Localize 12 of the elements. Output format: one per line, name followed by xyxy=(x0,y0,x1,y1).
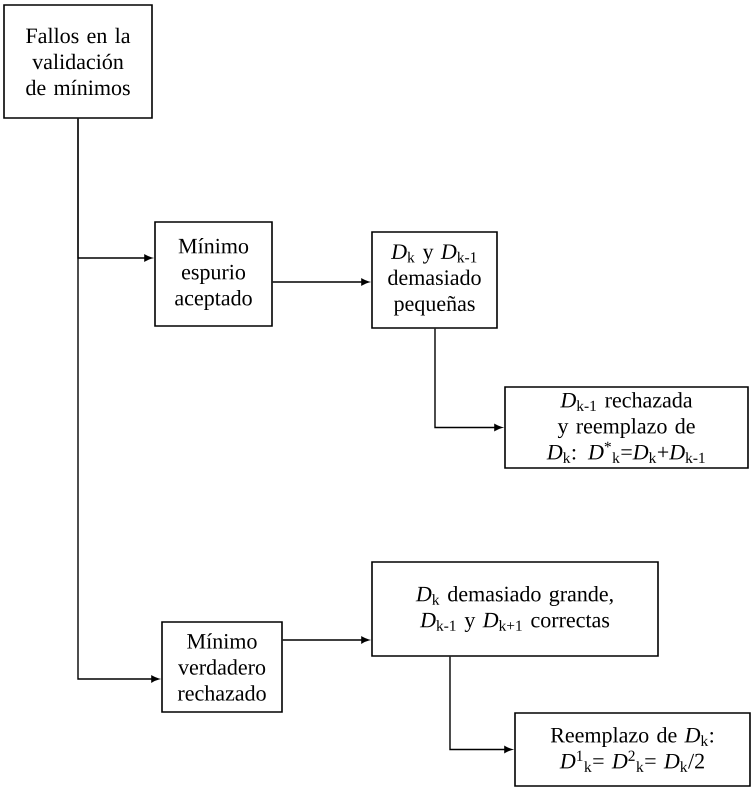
arrow xyxy=(434,328,502,431)
arrow xyxy=(272,278,370,286)
process-box: Fallos en la validación de mínimos xyxy=(3,4,153,119)
process-box: D$_{k-1}$ rechazada y reemplazo de D$_{k}$: D$^{*}$$_{k}$=D$_{k}$+D$_{k-1}$ xyxy=(504,386,749,469)
process-box: D$_{k}$ demasiado grande, D$_{k-1}$ y D$_{k+1}$ correctas xyxy=(371,561,659,657)
arrow xyxy=(282,636,370,644)
arrow xyxy=(449,656,512,753)
process-box: Mínimo espurio aceptado xyxy=(154,221,273,327)
process-box: Mínimo verdadero rechazado xyxy=(161,621,283,713)
arrow xyxy=(77,118,160,682)
process-box: D$_{k}$ y D$_{k-1}$ demasiado pequeñas xyxy=(371,231,498,329)
process-box: Reemplazo de D$_{k}$: D$^{1}$$_{k}$= D$^{2}$$_{k}$= D$_{k}$/2 xyxy=(514,712,751,787)
